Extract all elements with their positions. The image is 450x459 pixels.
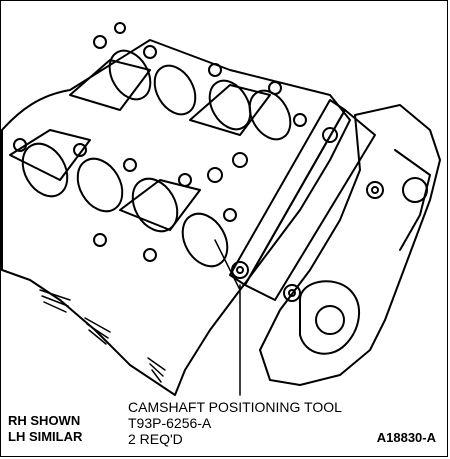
figure-id: A18830-A — [376, 430, 436, 445]
cylinder-head-outline — [1, 39, 351, 396]
lower-cam-row — [9, 129, 237, 268]
camshaft-positioning-tool — [229, 99, 376, 301]
tool-callout-name: CAMSHAFT POSITIONING TOOL — [128, 399, 342, 415]
tool-callout-quantity: 2 REQ'D — [128, 431, 183, 447]
view-note: RH SHOWN LH SIMILAR — [8, 413, 82, 445]
tool-callout-part-number: T93P-6256-A — [128, 415, 212, 431]
lifting-eye — [299, 280, 361, 355]
callout-leader-2 — [214, 239, 241, 291]
front-cover — [259, 104, 441, 386]
tool-callout: CAMSHAFT POSITIONING TOOL T93P-6256-A 2 … — [128, 399, 342, 447]
head-studs — [39, 289, 166, 383]
upper-cam-row — [69, 22, 307, 183]
view-note-line-2: LH SIMILAR — [8, 429, 83, 444]
view-note-line-1: RH SHOWN — [8, 413, 81, 428]
front-cover-boss — [402, 177, 428, 203]
